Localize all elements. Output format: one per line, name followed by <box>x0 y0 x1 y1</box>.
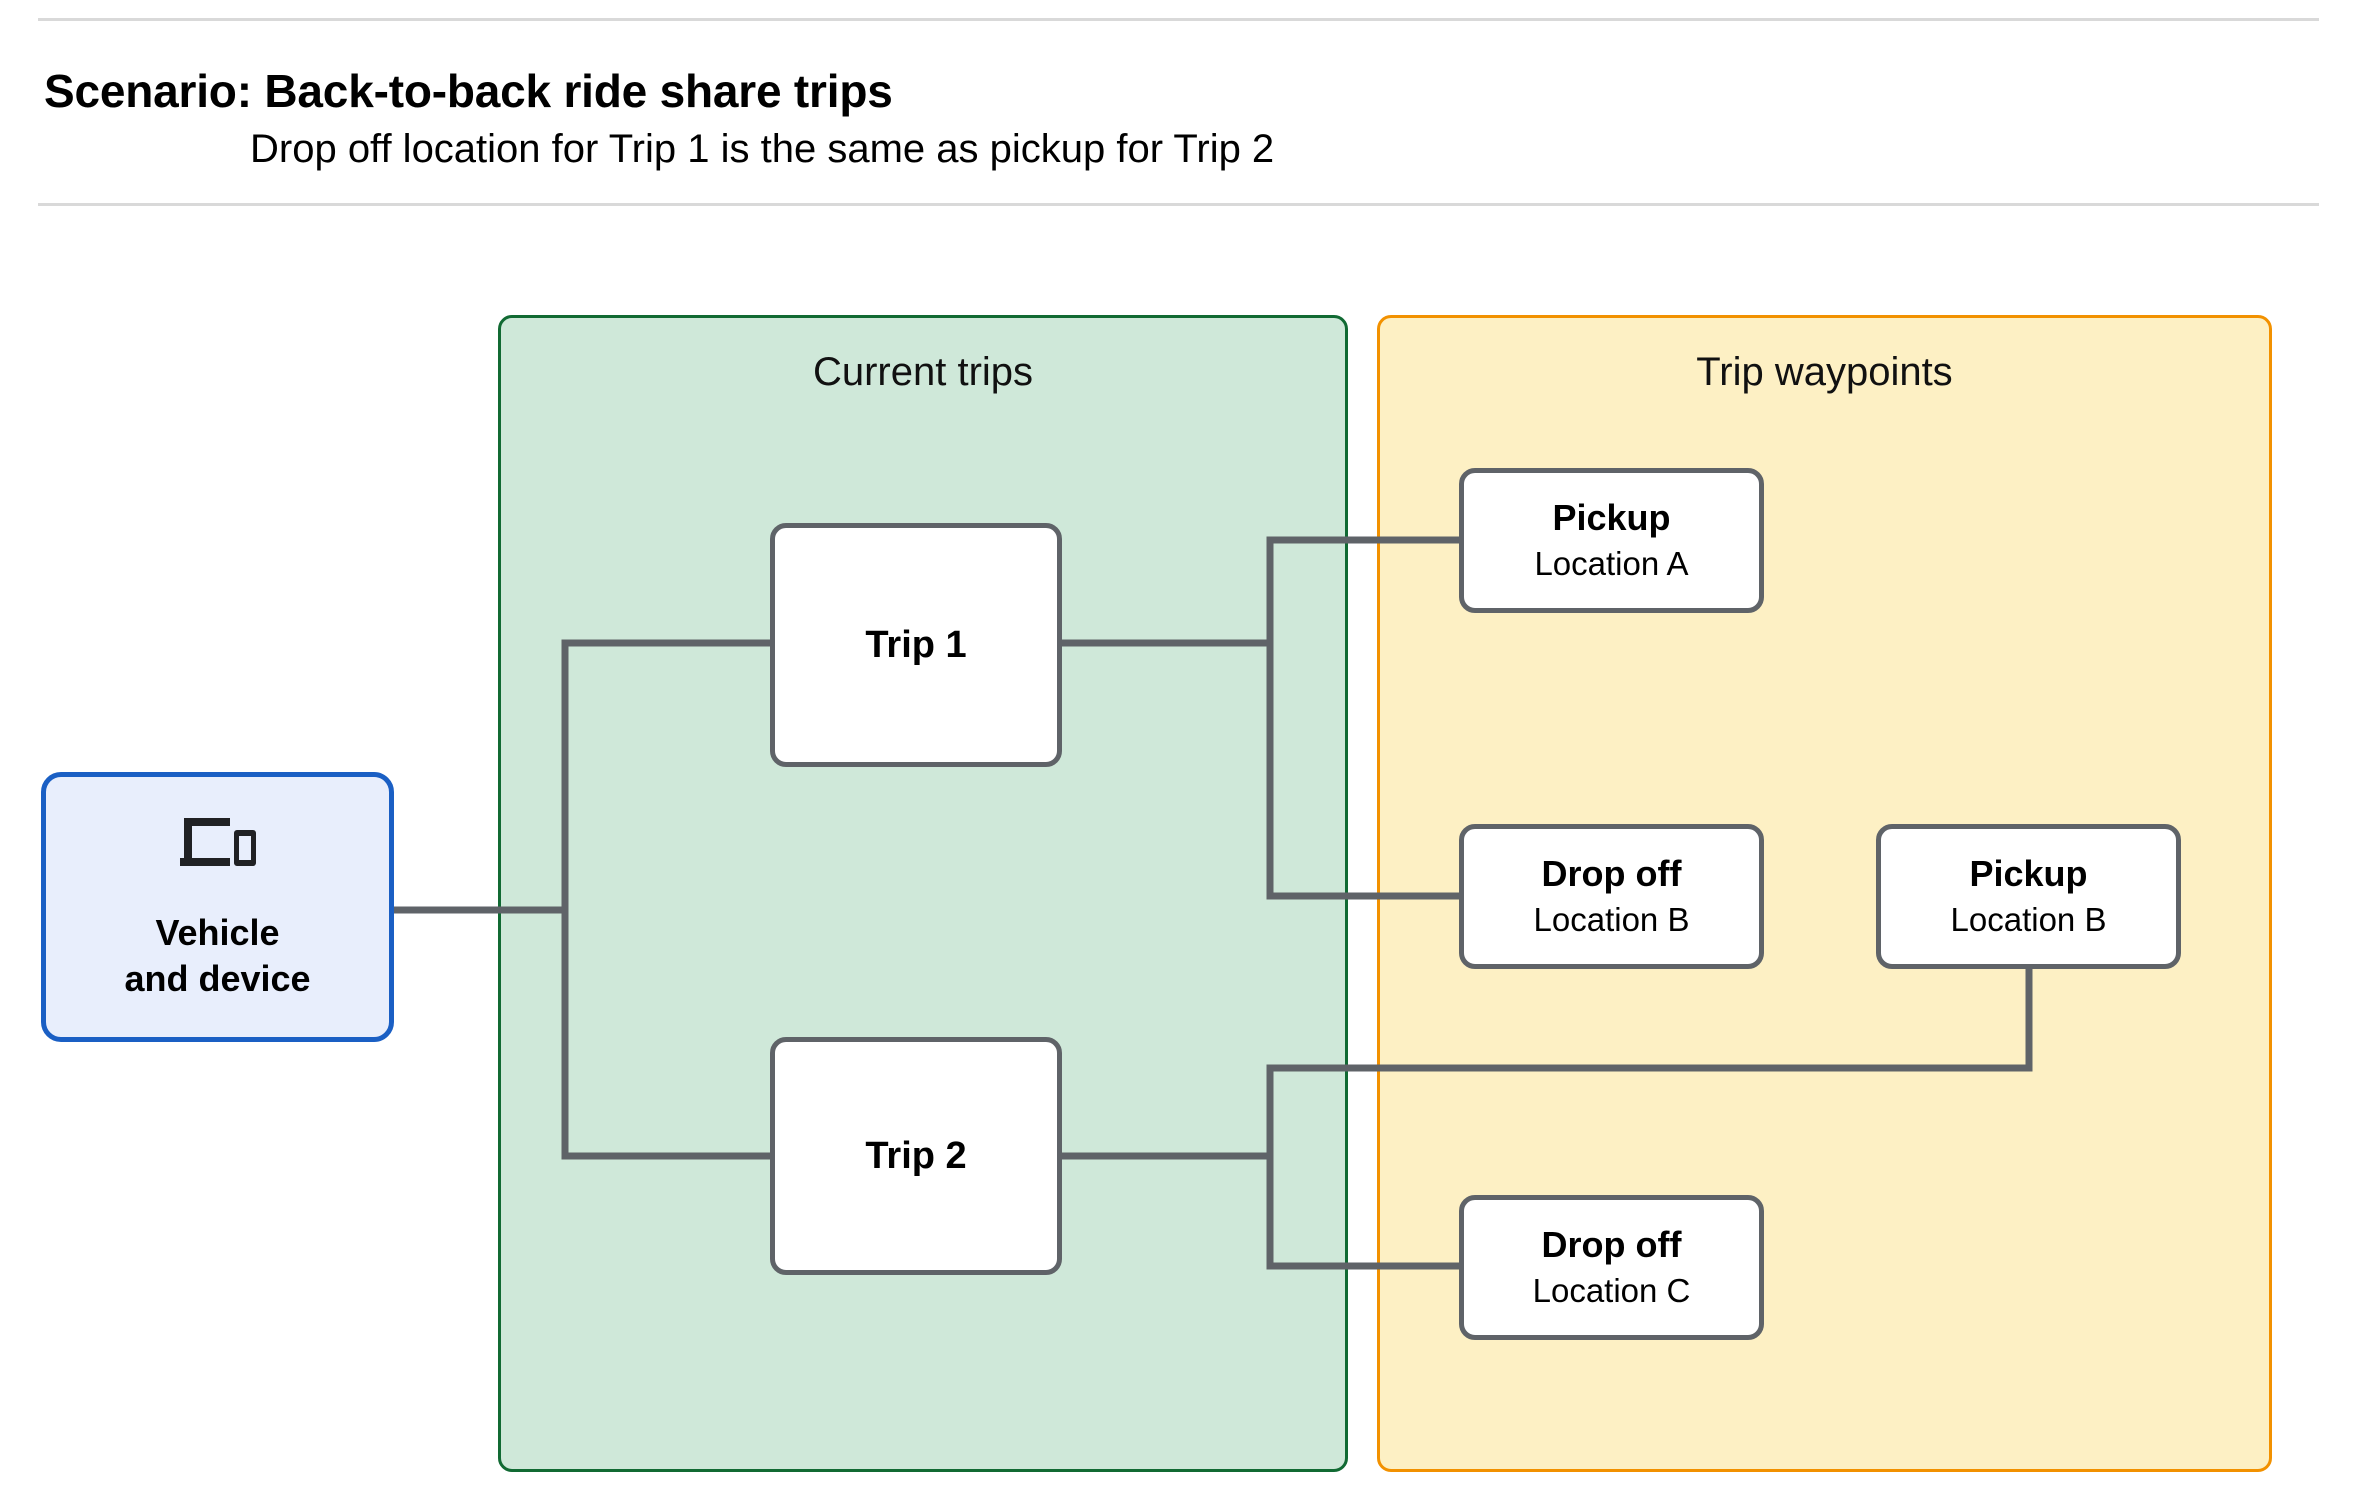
group-trip-waypoints-title: Trip waypoints <box>1696 350 1953 394</box>
group-current-trips-title: Current trips <box>812 350 1034 394</box>
node-trip-2-label: Trip 2 <box>865 1134 967 1177</box>
node-trip-1[interactable]: Trip 1 <box>770 523 1062 767</box>
header-rule-bottom <box>38 203 2319 206</box>
node-waypoint-pickup-a[interactable]: Pickup Location A <box>1459 468 1764 613</box>
waypoint-location: Location A <box>1534 544 1689 582</box>
waypoint-type: Pickup <box>1552 497 1671 539</box>
waypoint-type: Drop off <box>1541 1224 1682 1266</box>
vehicle-and-device-label: Vehicle and device <box>124 911 311 999</box>
devices-icon <box>179 817 256 866</box>
node-vehicle-and-device[interactable]: Vehicle and device <box>41 772 394 1042</box>
waypoint-type: Pickup <box>1969 853 2088 895</box>
node-waypoint-pickup-b[interactable]: Pickup Location B <box>1876 824 2181 969</box>
header-rule-top <box>38 18 2319 21</box>
waypoint-location: Location B <box>1950 900 2107 938</box>
waypoint-location: Location C <box>1532 1271 1691 1309</box>
node-trip-1-label: Trip 1 <box>865 623 967 666</box>
node-waypoint-dropoff-b[interactable]: Drop off Location B <box>1459 824 1764 969</box>
page-subtitle: Drop off location for Trip 1 is the same… <box>250 127 1275 171</box>
node-waypoint-dropoff-c[interactable]: Drop off Location C <box>1459 1195 1764 1340</box>
group-current-trips: Current trips <box>498 315 1348 1472</box>
waypoint-location: Location B <box>1533 900 1690 938</box>
page-title: Scenario: Back-to-back ride share trips <box>44 65 893 117</box>
node-trip-2[interactable]: Trip 2 <box>770 1037 1062 1275</box>
waypoint-type: Drop off <box>1541 853 1682 895</box>
